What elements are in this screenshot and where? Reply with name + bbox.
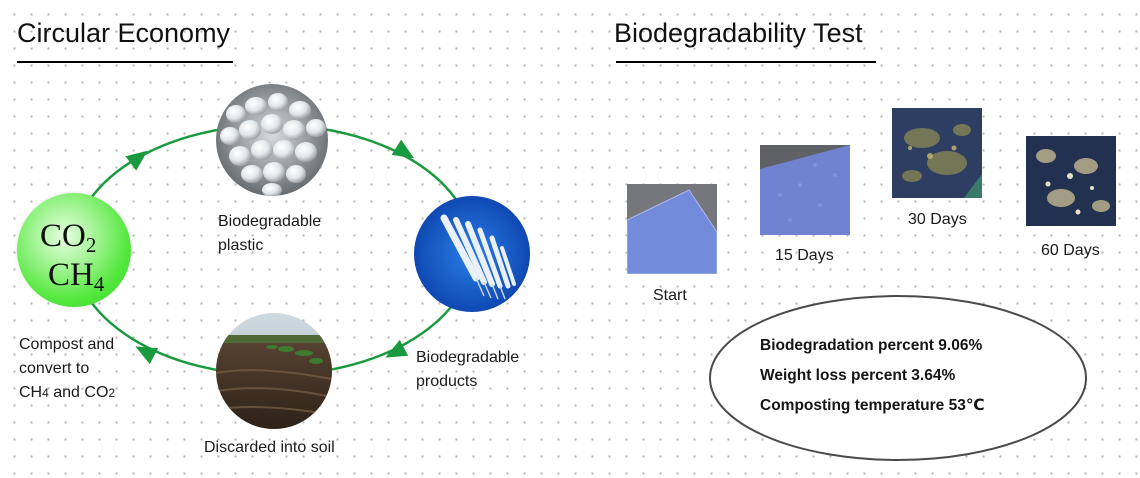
sample-30-days-image bbox=[892, 108, 982, 198]
sample-30-days-caption: 30 Days bbox=[908, 211, 967, 228]
sample-15-days-caption: 15 Days bbox=[775, 247, 834, 264]
circular-economy-underline bbox=[17, 61, 233, 63]
sample-60-days-caption: 60 Days bbox=[1041, 242, 1100, 259]
sample-start-image bbox=[627, 184, 717, 274]
co2-formula: CO2 bbox=[40, 218, 97, 257]
stats-ellipse bbox=[709, 295, 1087, 461]
biodegradability-test-title: Biodegradability Test bbox=[614, 18, 863, 48]
stat-composting-temperature: Composting temperature 53℃ bbox=[760, 397, 985, 414]
compost-formula: CH4 and CO2 bbox=[19, 384, 116, 401]
cycle-arrow-top-right bbox=[391, 139, 415, 159]
cycle-arrow-top-left bbox=[125, 150, 148, 171]
stat-biodegradation-percent: Biodegradation percent 9.06% bbox=[760, 337, 983, 354]
stats-list: Biodegradation percent 9.06% Weight loss… bbox=[760, 331, 985, 421]
sample-60-days-image bbox=[1026, 136, 1116, 226]
cycle-arrow-bottom-left bbox=[135, 346, 159, 365]
label-biodegradable-products: Biodegradable products bbox=[416, 349, 520, 390]
label-biodegradable-plastic: Biodegradable plastic bbox=[218, 213, 322, 254]
sample-start-caption: Start bbox=[653, 287, 687, 304]
syringes-image bbox=[414, 196, 530, 312]
ch4-formula: CH4 bbox=[48, 257, 105, 296]
stat-weight-loss-percent: Weight loss percent 3.64% bbox=[760, 367, 956, 384]
label-discarded-into-soil: Discarded into soil bbox=[204, 439, 335, 456]
label-compost: Compost and convert to CH4 and CO2 bbox=[19, 333, 115, 405]
circular-economy-title: Circular Economy bbox=[17, 18, 231, 48]
plastic-pellets-image bbox=[216, 84, 328, 196]
cycle-arrow-bottom-right bbox=[385, 339, 409, 358]
sample-15-days-image bbox=[760, 145, 850, 235]
biodegradability-test-underline bbox=[616, 61, 876, 63]
co2-ch4-circle bbox=[17, 193, 131, 307]
soil-image bbox=[216, 313, 332, 429]
